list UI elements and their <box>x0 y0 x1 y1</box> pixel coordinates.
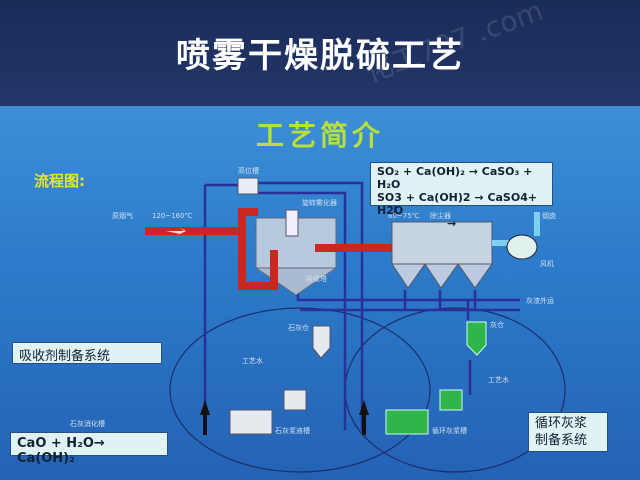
label-absorber: 吸收塔 <box>306 274 327 283</box>
recycle-small-tank <box>439 389 463 411</box>
recycle-tank <box>385 409 429 435</box>
label-fan: 风机 <box>540 259 554 268</box>
ash-silo <box>466 321 487 356</box>
atomizer <box>285 209 299 237</box>
label-dust-collector: 除尘器 <box>430 211 451 220</box>
absorbent-system-label: 吸收剂制备系统 <box>12 342 162 364</box>
section-title: 工艺简介 <box>255 119 384 152</box>
label-ash-out: 灰渣外运 <box>526 296 554 305</box>
label-ash-silo: 灰仓 <box>490 320 504 329</box>
chimney-arrow <box>534 212 540 236</box>
hopper <box>424 263 459 289</box>
up-arrow-icon <box>362 410 366 435</box>
label-process-water: 工艺水 <box>488 375 509 384</box>
equation-arrow: → <box>447 217 457 230</box>
label-recycle-tank: 循环灰浆槽 <box>432 426 467 435</box>
label-head-tank: 高位槽 <box>238 166 259 175</box>
label-temp-in: 120~160℃ <box>152 212 193 220</box>
circulating-line: 循环灰浆 <box>535 416 588 431</box>
flow-label: 流程图: <box>34 172 85 190</box>
flow-arrow-icon <box>166 228 186 234</box>
hopper <box>391 263 426 289</box>
label-flue-gas: 原烟气 <box>112 211 133 220</box>
circulating-line: 制备系统 <box>535 433 588 448</box>
equation: SO3 + Ca(OH)2 → CaSO4+ H2O <box>377 191 538 217</box>
equation: SO₂ + Ca(OH)₂ → CaSO₃ + H₂O <box>377 165 533 191</box>
hopper <box>457 263 493 289</box>
lime-slurry-tank <box>283 389 307 411</box>
up-arrow-icon <box>203 410 207 435</box>
up-arrow-icon <box>200 400 210 415</box>
label-lime-slurry-tank: 石灰浆液槽 <box>275 426 310 435</box>
fan-icon <box>506 234 538 260</box>
absorbent-system-circle <box>169 307 431 473</box>
label-temp-out: 60~75℃ <box>388 212 420 220</box>
lime-silo <box>312 325 331 359</box>
flue-gas-duct <box>145 208 393 290</box>
lime-equation: CaO + H₂O→ Ca(OH)₂ <box>10 432 168 466</box>
reaction-equations: SO₂ + Ca(OH)₂ → CaSO₃ + H₂O SO3 + Ca(OH)… <box>370 162 553 230</box>
head-tank <box>237 177 259 195</box>
label-atomizer: 旋转雾化器 <box>302 198 337 207</box>
title-bar <box>0 0 640 106</box>
slide-title: 喷雾干燥脱硫工艺 <box>176 36 464 76</box>
up-arrow-icon <box>359 400 369 415</box>
circulating-system-label: 循环灰浆 制备系统 <box>528 412 608 452</box>
label-lime-slaker: 石灰消化槽 <box>70 419 105 428</box>
fan-duct <box>492 240 510 246</box>
label-chimney: 烟囱 <box>542 211 556 220</box>
lime-slaker <box>229 409 273 435</box>
label-process-water: 工艺水 <box>242 356 263 365</box>
label-lime-silo: 石灰仓 <box>288 323 309 332</box>
